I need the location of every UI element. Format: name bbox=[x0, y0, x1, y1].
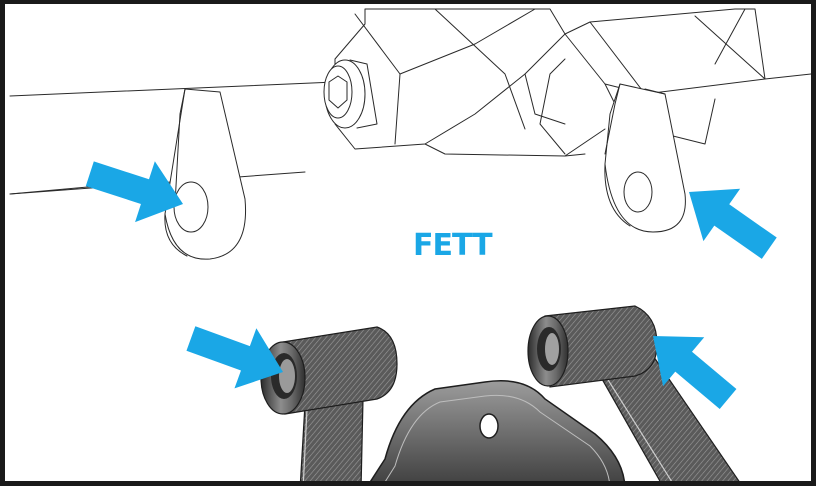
lubrication-arrow-icon bbox=[689, 188, 777, 259]
upper-frame bbox=[9, 8, 811, 260]
lubrication-arrow-icon bbox=[653, 336, 737, 409]
grease-label: FETT bbox=[413, 228, 493, 263]
left-clevis-tab bbox=[164, 88, 247, 260]
hex-socket-bolt-icon bbox=[323, 59, 378, 129]
lubrication-diagram bbox=[9, 8, 811, 481]
right-sleeve bbox=[527, 305, 658, 388]
lubrication-arrow-icon bbox=[186, 326, 283, 389]
left-sleeve bbox=[260, 326, 398, 415]
lower-assembly bbox=[260, 305, 740, 481]
lubrication-arrow-icon bbox=[85, 161, 183, 223]
right-clevis-tab bbox=[604, 83, 686, 233]
plate-hole bbox=[479, 413, 499, 439]
